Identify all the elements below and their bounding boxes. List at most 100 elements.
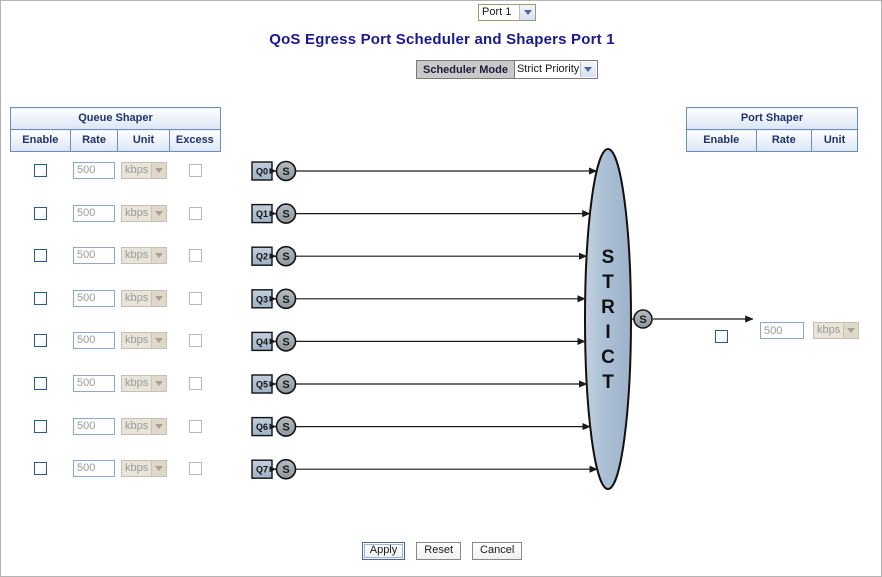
queue-box-q5: [251, 374, 273, 394]
queue-enable-checkbox[interactable]: [33, 419, 47, 433]
queue-rate-input[interactable]: [73, 417, 115, 435]
port-shaper-header-table: Port Shaper Enable Rate Unit: [686, 107, 858, 152]
queue-shaper-node-label: S: [282, 379, 289, 391]
reset-button[interactable]: Reset: [416, 542, 462, 560]
queue-shaper-node-circle: [275, 288, 297, 310]
cell-unit: kbps: [118, 161, 170, 179]
cell-enable: [10, 419, 70, 433]
queue-excess-checkbox[interactable]: [189, 461, 202, 475]
table-row: Port Shaper: [686, 107, 858, 130]
queue-shaper-row-q6: kbps: [10, 415, 221, 437]
queue-shaper-node-circle: [275, 331, 297, 352]
queue-box-q3: [251, 289, 273, 309]
queue-excess-checkbox[interactable]: [189, 163, 202, 177]
port-shaper-rate-input[interactable]: [760, 322, 804, 339]
queue-rate-input[interactable]: [73, 204, 115, 222]
queue-unit-select-wrapper[interactable]: kbps: [121, 161, 167, 179]
cell-excess: [170, 333, 221, 347]
queue-rate-input[interactable]: [73, 161, 115, 179]
cancel-button[interactable]: Cancel: [472, 542, 523, 560]
queue-unit-select-wrapper[interactable]: kbps: [121, 417, 167, 435]
table-row: Enable Rate Unit Excess: [10, 129, 222, 152]
port-shaper-node-circle: [633, 309, 653, 329]
cell-unit: kbps: [118, 289, 170, 307]
cell-excess: [170, 419, 221, 433]
queue-unit-select[interactable]: kbps: [121, 459, 167, 477]
cell-rate: [70, 459, 118, 477]
port-shaper-enable-checkbox[interactable]: [715, 330, 728, 343]
queue-excess-checkbox[interactable]: [189, 376, 202, 390]
queue-enable-checkbox[interactable]: [33, 248, 47, 262]
queue-shaper-node-circle: [275, 203, 297, 224]
queue-unit-select[interactable]: kbps: [121, 161, 167, 179]
port-shaper-unit-select-wrapper[interactable]: kbps: [813, 322, 859, 339]
queue-unit-select-wrapper[interactable]: kbps: [121, 459, 167, 477]
column-header-unit: Unit: [117, 129, 170, 152]
scheduler-mode-select[interactable]: Strict Priority: [514, 61, 597, 78]
cell-unit: kbps: [118, 331, 170, 349]
cell-rate: [70, 331, 118, 349]
queue-excess-checkbox[interactable]: [189, 419, 202, 433]
port-select-wrapper[interactable]: Port 1: [478, 4, 536, 21]
queue-enable-checkbox[interactable]: [33, 163, 47, 177]
queue-box-label: Q1: [256, 209, 268, 219]
queue-excess-checkbox[interactable]: [189, 333, 202, 347]
cell-enable: [10, 461, 70, 475]
scheduler-mode-bar: Scheduler Mode Strict Priority: [416, 60, 598, 79]
queue-unit-select-wrapper[interactable]: kbps: [121, 246, 167, 264]
queue-box-q7: [251, 459, 273, 479]
queue-shaper-node-circle: [275, 458, 297, 480]
queue-unit-select[interactable]: kbps: [121, 374, 167, 392]
queue-unit-select[interactable]: kbps: [121, 417, 167, 435]
queue-unit-select[interactable]: kbps: [121, 204, 167, 222]
queue-rate-input[interactable]: [73, 459, 115, 477]
column-header-rate: Rate: [69, 129, 119, 152]
queue-enable-checkbox[interactable]: [33, 461, 47, 475]
cell-excess: [170, 163, 221, 177]
column-header-enable: Enable: [10, 129, 71, 152]
queue-shaper-node-circle: [275, 160, 297, 182]
queue-rate-input[interactable]: [73, 246, 115, 264]
queue-unit-select[interactable]: kbps: [121, 289, 167, 307]
cell-rate: [70, 417, 118, 435]
queue-unit-select[interactable]: kbps: [121, 246, 167, 264]
queue-excess-checkbox[interactable]: [189, 248, 202, 262]
queue-rate-input[interactable]: [73, 331, 115, 349]
queue-unit-select-wrapper[interactable]: kbps: [121, 204, 167, 222]
queue-unit-select-wrapper[interactable]: kbps: [121, 331, 167, 349]
queue-enable-checkbox[interactable]: [33, 333, 47, 347]
queue-box-q4: [251, 331, 273, 352]
cell-enable: [10, 291, 70, 305]
queue-shaper-node-label: S: [282, 209, 289, 221]
apply-button[interactable]: Apply: [361, 542, 406, 560]
queue-box-label: Q6: [256, 422, 268, 432]
port-select[interactable]: Port 1: [478, 4, 536, 21]
queue-enable-checkbox[interactable]: [33, 376, 47, 390]
cell-rate: [70, 374, 118, 392]
column-header-rate: Rate: [755, 129, 813, 152]
cell-excess: [170, 248, 221, 262]
queue-shaper-row-q2: kbps: [10, 244, 221, 266]
strict-letter: T: [602, 272, 614, 293]
queue-shaper-node-label: S: [282, 251, 289, 263]
queue-rate-input[interactable]: [73, 374, 115, 392]
queue-enable-checkbox[interactable]: [33, 206, 47, 220]
queue-unit-select-wrapper[interactable]: kbps: [121, 289, 167, 307]
queue-unit-select[interactable]: kbps: [121, 331, 167, 349]
queue-rate-input[interactable]: [73, 289, 115, 307]
queue-excess-checkbox[interactable]: [189, 206, 202, 220]
queue-enable-checkbox[interactable]: [33, 291, 47, 305]
scheduler-mode-select-wrapper[interactable]: Strict Priority: [513, 61, 597, 78]
queue-unit-select-wrapper[interactable]: kbps: [121, 374, 167, 392]
cell-excess: [170, 206, 221, 220]
queue-shaper-node-circle: [275, 373, 297, 395]
cell-enable: [10, 376, 70, 390]
queue-shaper-node-label: S: [282, 464, 289, 476]
queue-shaper-header-table: Queue Shaper Enable Rate Unit Excess: [10, 107, 222, 152]
port-shaper-unit-select[interactable]: kbps: [813, 322, 859, 339]
queue-shaper-row-q5: kbps: [10, 372, 221, 394]
queue-excess-checkbox[interactable]: [189, 291, 202, 305]
queue-shaper-row-q7: kbps: [10, 457, 221, 479]
queue-shaper-row-q4: kbps: [10, 329, 221, 351]
